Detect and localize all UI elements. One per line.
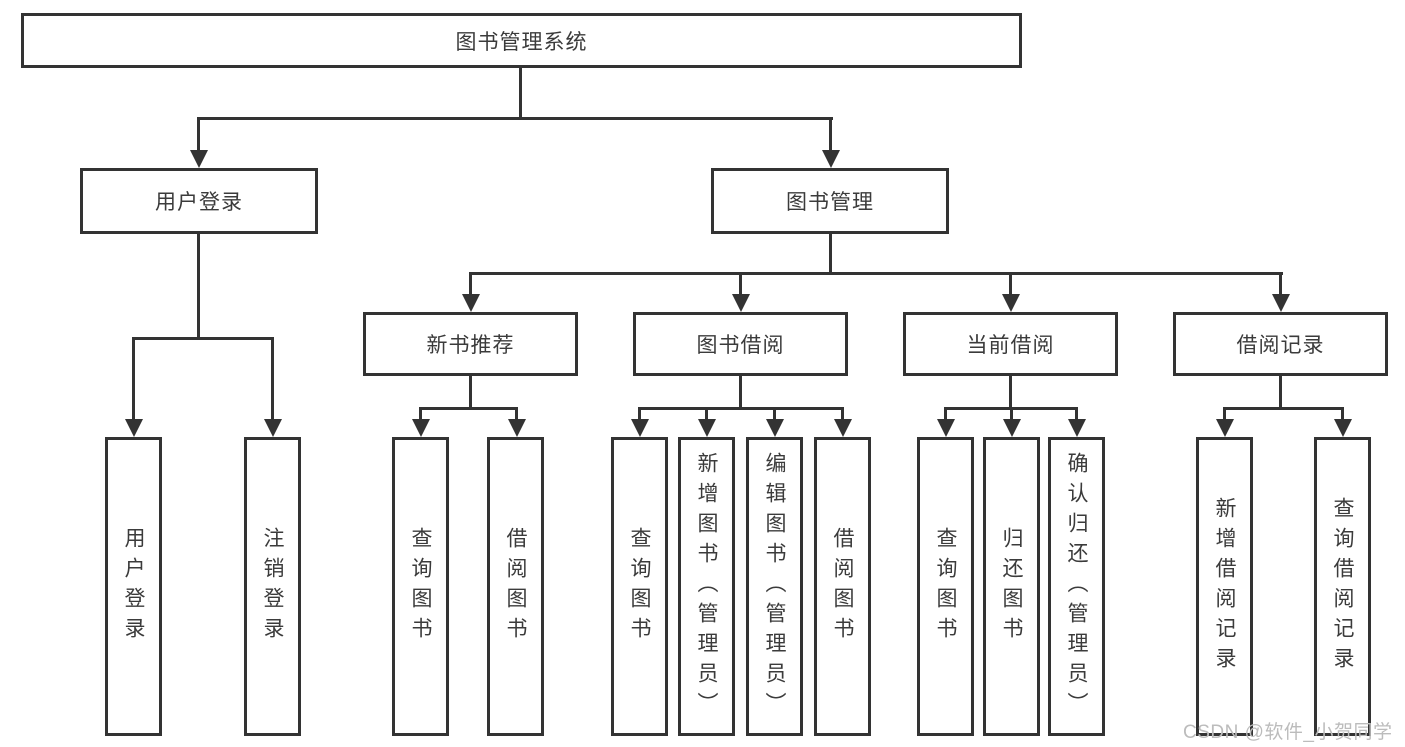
connector-line	[469, 272, 472, 298]
connector-line	[773, 407, 776, 423]
connector-line	[469, 376, 472, 407]
leaf-query-books-current: 查询图书	[917, 437, 974, 736]
connector-line	[1010, 407, 1013, 423]
leaf-label: 归还图书	[1000, 526, 1023, 647]
connector-line	[132, 337, 274, 340]
arrow-down-icon	[732, 294, 750, 312]
connector-line	[1009, 376, 1012, 407]
leaf-query-books-recommend: 查询图书	[392, 437, 449, 736]
arrow-down-icon	[1003, 419, 1021, 437]
connector-line	[638, 407, 844, 410]
arrow-down-icon	[1068, 419, 1086, 437]
leaf-add-borrow-record: 新增借阅记录	[1196, 437, 1253, 736]
arrow-down-icon	[822, 150, 840, 168]
leaf-confirm-return-admin: 确认归还（管理员）	[1048, 437, 1105, 736]
leaf-user-login: 用户登录	[105, 437, 162, 736]
node-library-system: 图书管理系统	[21, 13, 1022, 68]
arrow-down-icon	[125, 419, 143, 437]
connector-line	[519, 68, 522, 117]
leaf-label: 用户登录	[122, 526, 145, 647]
arrow-down-icon	[264, 419, 282, 437]
arrow-down-icon	[698, 419, 716, 437]
node-user-login: 用户登录	[80, 168, 318, 234]
connector-line	[638, 407, 641, 423]
connector-line	[1223, 407, 1344, 410]
watermark: CSDN @软件_小贺同学	[1183, 722, 1393, 743]
connector-line	[944, 407, 947, 423]
connector-line	[705, 407, 708, 423]
connector-line	[271, 337, 274, 423]
connector-line	[739, 376, 742, 407]
connector-line	[132, 337, 135, 423]
leaf-return-books: 归还图书	[983, 437, 1040, 736]
arrow-down-icon	[508, 419, 526, 437]
arrow-down-icon	[462, 294, 480, 312]
arrow-down-icon	[937, 419, 955, 437]
arrow-down-icon	[631, 419, 649, 437]
arrow-down-icon	[834, 419, 852, 437]
leaf-label: 借阅图书	[831, 526, 854, 647]
leaf-label: 查询图书	[628, 526, 651, 647]
node-borrow-records: 借阅记录	[1173, 312, 1388, 376]
connector-line	[197, 117, 200, 154]
connector-line	[1341, 407, 1344, 423]
leaf-edit-books-admin: 编辑图书（管理员）	[746, 437, 803, 736]
leaf-label: 编辑图书（管理员）	[763, 451, 786, 722]
connector-line	[1009, 272, 1012, 298]
leaf-logout: 注销登录	[244, 437, 301, 736]
arrow-down-icon	[412, 419, 430, 437]
leaf-query-borrow-record: 查询借阅记录	[1314, 437, 1371, 736]
connector-line	[841, 407, 844, 423]
leaf-label: 查询图书	[934, 526, 957, 647]
node-current-borrowing: 当前借阅	[903, 312, 1118, 376]
leaf-borrow-books: 借阅图书	[814, 437, 871, 736]
leaf-label: 注销登录	[261, 526, 284, 647]
connector-line	[1075, 407, 1078, 423]
connector-line	[1279, 376, 1282, 407]
arrow-down-icon	[1216, 419, 1234, 437]
connector-line	[197, 117, 833, 120]
connector-line	[469, 272, 1283, 275]
connector-line	[197, 234, 200, 337]
leaf-label: 查询借阅记录	[1331, 496, 1354, 677]
leaf-add-books-admin: 新增图书（管理员）	[678, 437, 735, 736]
leaf-borrow-books-recommend: 借阅图书	[487, 437, 544, 736]
node-book-management: 图书管理	[711, 168, 949, 234]
connector-line	[829, 117, 832, 154]
leaf-label: 新增图书（管理员）	[695, 451, 718, 722]
leaf-label: 确认归还（管理员）	[1065, 451, 1088, 722]
arrow-down-icon	[1272, 294, 1290, 312]
connector-line	[515, 407, 518, 423]
arrow-down-icon	[1002, 294, 1020, 312]
node-book-borrowing: 图书借阅	[633, 312, 848, 376]
connector-line	[829, 234, 832, 272]
connector-line	[1279, 272, 1282, 298]
arrow-down-icon	[1334, 419, 1352, 437]
arrow-down-icon	[766, 419, 784, 437]
arrow-down-icon	[190, 150, 208, 168]
connector-line	[1223, 407, 1226, 423]
leaf-query-books-borrowing: 查询图书	[611, 437, 668, 736]
leaf-label: 查询图书	[409, 526, 432, 647]
connector-line	[419, 407, 422, 423]
node-new-book-recommend: 新书推荐	[363, 312, 578, 376]
connector-line	[739, 272, 742, 298]
connector-line	[419, 407, 518, 410]
leaf-label: 借阅图书	[504, 526, 527, 647]
leaf-label: 新增借阅记录	[1213, 496, 1236, 677]
